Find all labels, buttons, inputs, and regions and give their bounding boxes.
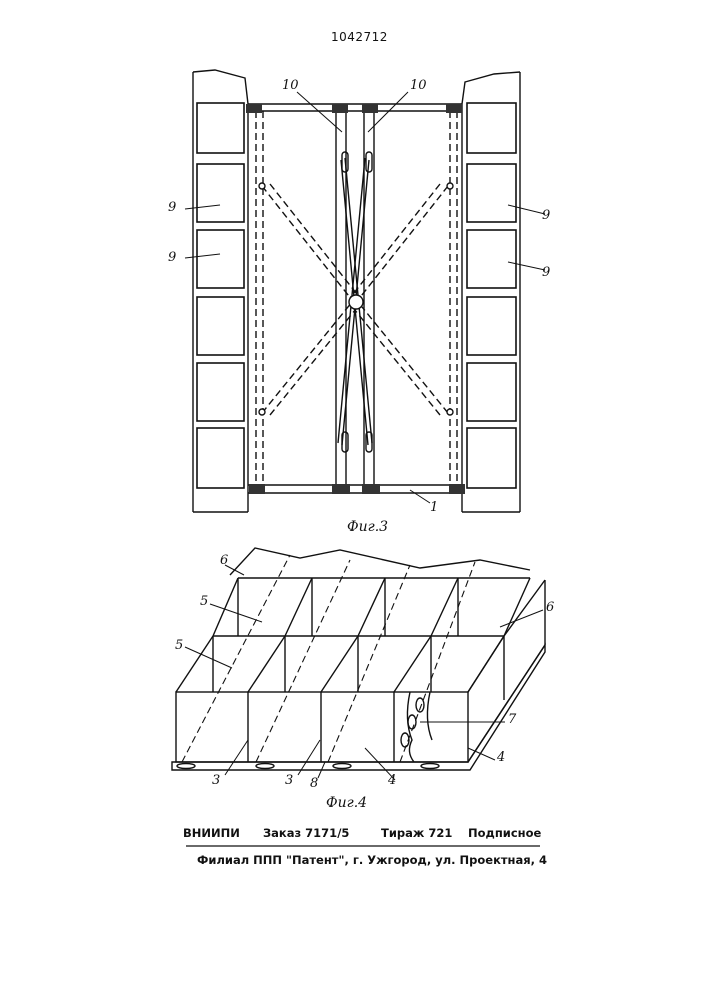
fig4-label-7: 7 [508,712,516,727]
fig4-label-6-left: 6 [220,553,228,568]
figure-3-caption: Фиг.3 [347,519,388,535]
fig4-label-6-right: 6 [546,600,554,615]
fig3-label-1: 1 [430,500,438,515]
fig4-label-3-center: 3 [285,773,293,788]
fig3-label-9-lower-right: 9 [542,265,550,280]
fig4-label-5-lower: 5 [175,638,183,653]
fig4-label-5-upper: 5 [200,594,208,609]
footer-subscription: Подписное [468,826,541,840]
fig3-label-10-right: 10 [410,78,427,93]
fig4-label-4-right: 4 [497,750,505,765]
fig4-label-4-center: 4 [388,773,396,788]
fig3-label-9-upper-right: 9 [542,208,550,223]
fig3-label-9-lower-left: 9 [168,250,176,265]
footer-publication-info: ВНИИПИ Заказ 7171/5 Тираж 721 Подписное [183,826,543,842]
footer-order: Заказ 7171/5 [263,826,349,840]
fig4-label-3-left: 3 [212,773,220,788]
fig4-label-8: 8 [310,776,318,791]
footer-circulation: Тираж 721 [381,826,452,840]
footer-branch-address: Филиал ППП "Патент", г. Ужгород, ул. Про… [197,853,547,867]
fig3-label-10-left: 10 [282,78,299,93]
footer-org: ВНИИПИ [183,826,240,840]
fig3-label-9-upper-left: 9 [168,200,176,215]
figure-4-caption: Фиг.4 [326,795,367,811]
